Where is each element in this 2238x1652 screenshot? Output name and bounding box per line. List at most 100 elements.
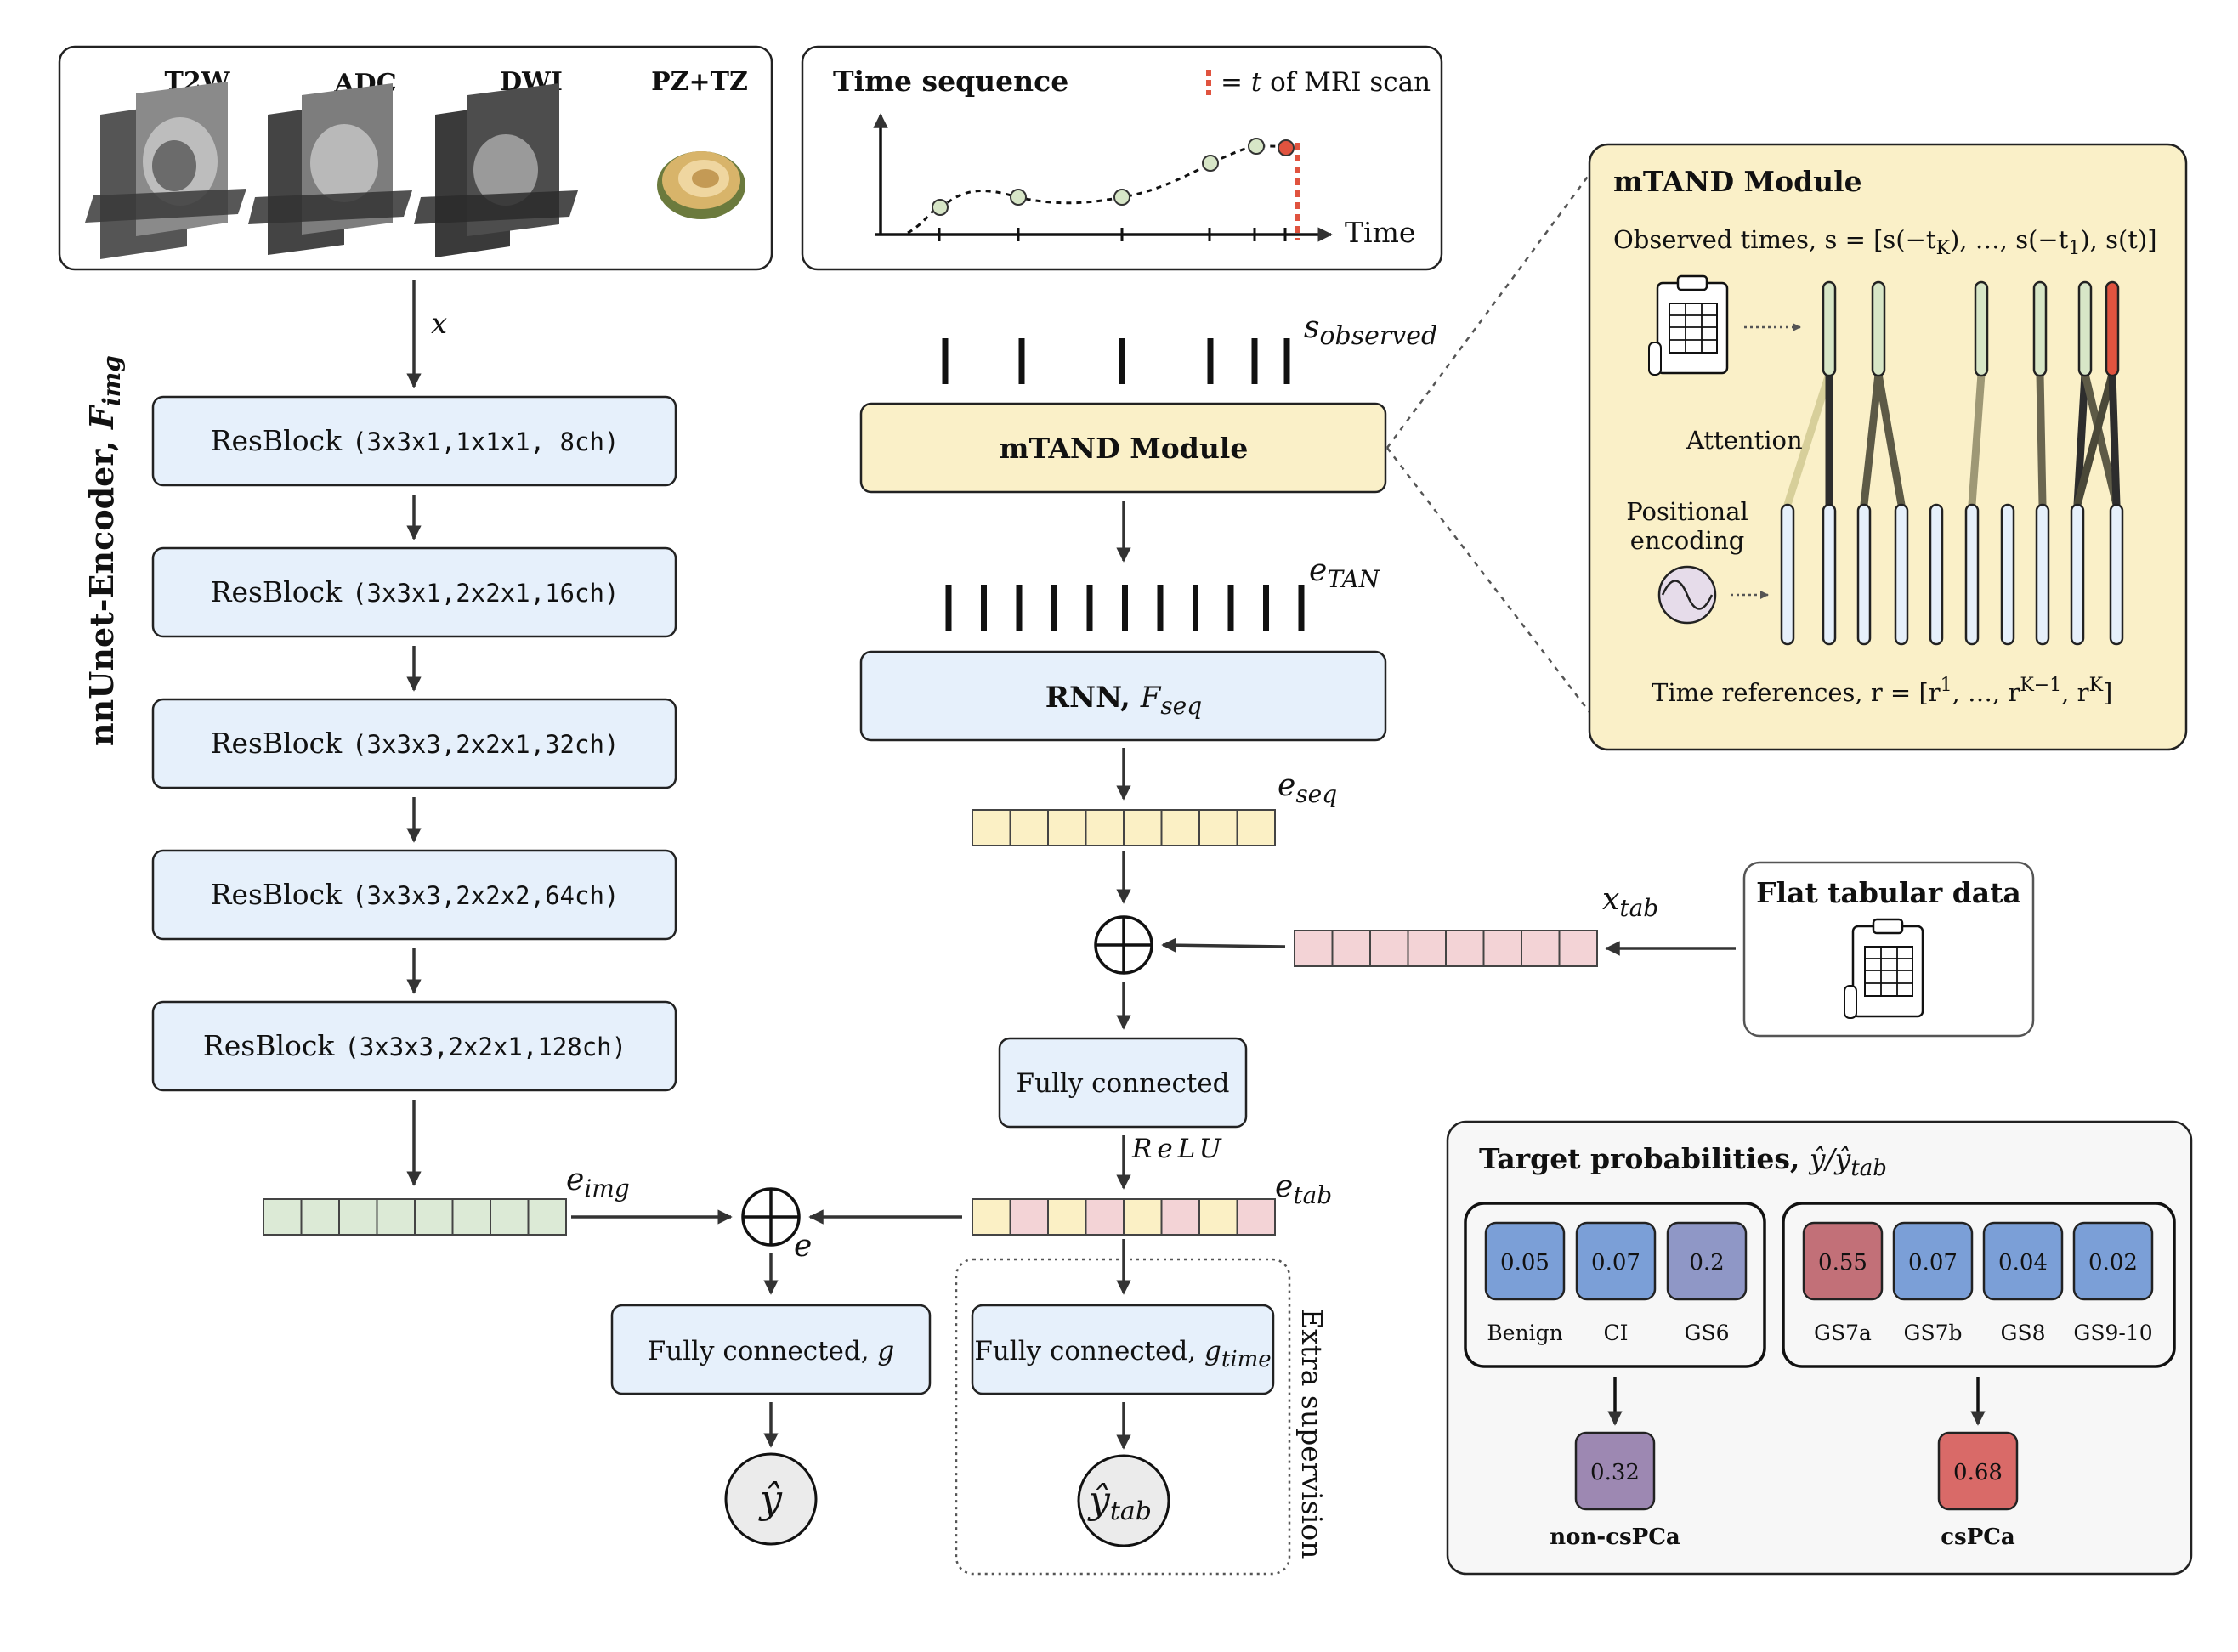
probability-value: 0.55 — [1818, 1250, 1867, 1276]
grade-label: GS6 — [1684, 1321, 1729, 1345]
embedding-cell — [263, 1198, 303, 1236]
relu-label: ReLU — [1131, 1134, 1227, 1164]
embedding-cell — [451, 1198, 491, 1236]
probability-cell — [1982, 1221, 2064, 1301]
yhat-tab-label: ŷtab — [1087, 1479, 1152, 1526]
reference-token — [1780, 503, 1795, 646]
probability-value: 0.07 — [1908, 1250, 1958, 1276]
embedding-cell — [376, 1198, 416, 1236]
resblock-5: ResBlock(3x3x3,2x2x1,128ch) — [151, 1000, 677, 1092]
encoder-column: nnUnet-Encoder, Fimg x ResBlock(3x3x1,1x… — [82, 280, 733, 1236]
probability-value: 0.2 — [1689, 1250, 1724, 1276]
fully-connected-box: Fully connected — [998, 1037, 1248, 1129]
embedding-cell — [1047, 1198, 1087, 1236]
time-ticks — [938, 228, 1287, 241]
output-heads: e Fully connected, g ŷ Extra supervision… — [610, 1187, 1329, 1576]
extra-supervision-label: Extra supervision — [1295, 1309, 1329, 1559]
probability-value: 0.04 — [1998, 1250, 2048, 1276]
t2w-volume-image — [85, 82, 246, 259]
grade-label: GS8 — [2000, 1321, 2045, 1345]
fc-gtime-label: Fully connected, gtime — [974, 1336, 1271, 1372]
probability-value: 0.02 — [2088, 1250, 2138, 1276]
embedding-cell — [1123, 809, 1163, 846]
add-operator-tab — [1094, 915, 1153, 975]
resblock-1: ResBlock(3x3x1,1x1x1, 8ch) — [151, 395, 677, 487]
e-label: e — [794, 1229, 812, 1264]
grade-label: CI — [1603, 1321, 1628, 1345]
flat-tabular-data-panel: Flat tabular data — [1742, 861, 2035, 1038]
pz-tz-segmentation-image — [657, 151, 745, 219]
fc-g-box: Fully connected, g — [610, 1304, 932, 1395]
time-references-label: Time references, r = [r1, …, rK−1, rK] — [1652, 675, 2112, 707]
adc-volume-image — [248, 83, 412, 255]
reference-time-tokens — [1780, 503, 2124, 646]
reference-token — [2000, 503, 2015, 646]
yhat-label: ŷ — [758, 1476, 783, 1522]
resblock-name: ResBlock — [211, 575, 343, 608]
reference-token — [1929, 503, 1944, 646]
non-cspca-cell: 0.32 non-csPCa — [1550, 1431, 1680, 1550]
s-observed-label: sobserved — [1304, 310, 1437, 351]
concat-operator — [741, 1187, 801, 1247]
resblock-name: ResBlock — [211, 727, 343, 760]
flat-tabular-data-label: Flat tabular data — [1756, 876, 2021, 909]
resblock-3: ResBlock(3x3x3,2x2x1,32ch) — [151, 698, 677, 789]
e-tan-label: eTAN — [1309, 553, 1381, 593]
mtand-module-box: mTAND Module — [859, 402, 1387, 494]
cspca-cell: 0.68 csPCa — [1937, 1431, 2019, 1550]
reference-token — [1894, 503, 1909, 646]
e-seq-embedding — [972, 809, 1276, 846]
zoom-connector-top — [1385, 173, 1591, 449]
embedding-cell — [1047, 809, 1087, 846]
embedding-cell — [1521, 930, 1561, 967]
non-cspca-group-box — [1464, 1202, 1766, 1368]
resblock-name: ResBlock — [211, 878, 343, 911]
e-img-embedding — [263, 1198, 567, 1236]
yhat-node: ŷ — [724, 1452, 818, 1546]
x-tab-label: xtab — [1602, 882, 1658, 922]
embedding-cell — [1294, 930, 1334, 967]
non-cspca-value: 0.32 — [1590, 1460, 1640, 1485]
attention-links — [1783, 370, 2121, 509]
probability-cell — [1892, 1221, 1974, 1301]
probability-cell — [2072, 1221, 2154, 1301]
target-probabilities-title: Target probabilities, ŷ/ŷtab — [1479, 1142, 1887, 1181]
embedding-cell — [1558, 930, 1598, 967]
embedding-cell — [1009, 1198, 1049, 1236]
encoder-label: nnUnet-Encoder, Fimg — [82, 355, 126, 746]
embedding-cell — [1160, 1198, 1200, 1236]
time-axis-label: Time — [1345, 216, 1415, 249]
s-observed-ticks — [942, 338, 1290, 384]
embedding-cell — [490, 1198, 530, 1236]
embedding-cell — [1198, 809, 1238, 846]
svg-text:ResBlock(3x3x3,2x2x2,64ch): ResBlock (3x3x3,2x2x2,64ch) — [211, 878, 620, 911]
embedding-cell — [1445, 930, 1485, 967]
fully-connected-label: Fully connected — [1017, 1068, 1230, 1099]
embedding-cell — [1123, 1198, 1163, 1236]
fc-g-label: Fully connected, g — [648, 1336, 895, 1366]
reference-token — [2070, 503, 2085, 646]
e-seq-label: eseq — [1278, 768, 1337, 808]
observation-point — [932, 199, 949, 216]
input-var-x: x — [431, 307, 447, 341]
grade-label: GS7a — [1814, 1321, 1872, 1345]
cspca-value: 0.68 — [1953, 1460, 2003, 1485]
grade-label: Benign — [1487, 1321, 1562, 1345]
xtab-to-add-arrow — [1161, 937, 1286, 953]
rnn-label: RNN, Fseq — [1045, 681, 1202, 720]
mtand-detail-panel: mTAND Module Observed times, s = [s(−tK)… — [1385, 143, 2188, 751]
resblock-params: (3x3x3,2x2x2,64ch) — [352, 881, 619, 910]
embedding-cell — [527, 1198, 567, 1236]
probability-value: 0.07 — [1591, 1250, 1640, 1276]
non-cspca-label: non-csPCa — [1550, 1525, 1680, 1550]
observed-times-label: Observed times, s = [s(−tK), …, s(−t1), … — [1613, 225, 2157, 259]
svg-text:ResBlock(3x3x1,2x2x1,16ch): ResBlock(3x3x1,2x2x1,16ch) — [211, 575, 620, 608]
resblock-2: ResBlock(3x3x1,2x2x1,16ch) — [151, 546, 677, 638]
dwi-volume-image — [414, 83, 578, 257]
embedding-cell — [1407, 930, 1447, 967]
embedding-cell — [1236, 809, 1276, 846]
embedding-cell — [1236, 1198, 1276, 1236]
